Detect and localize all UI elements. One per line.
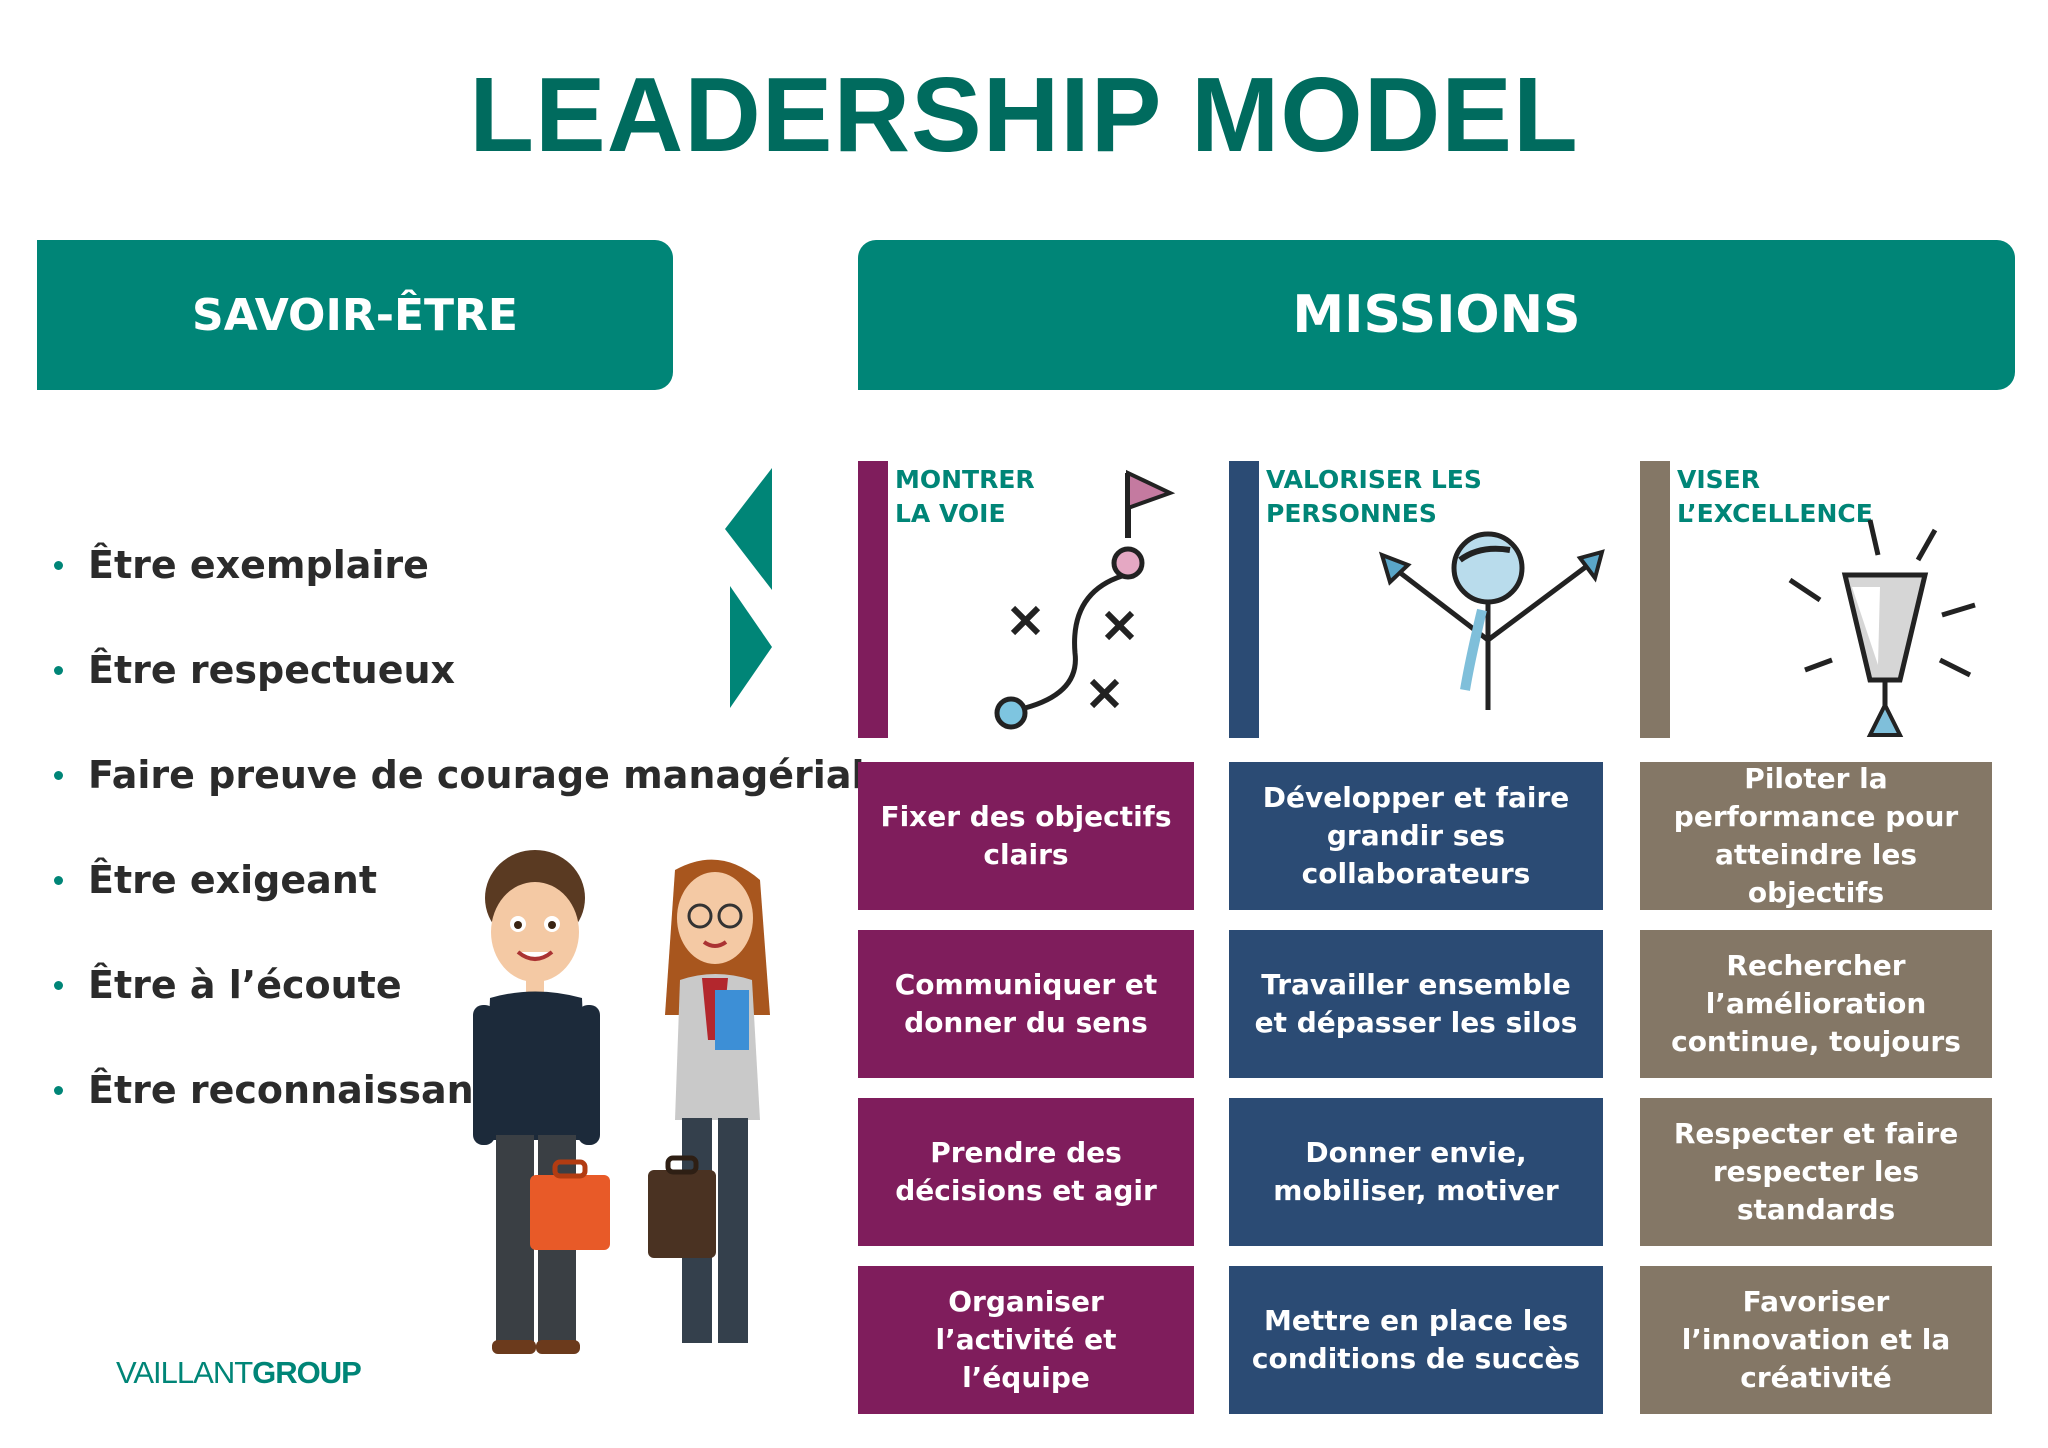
bullet-dot <box>54 1086 63 1095</box>
bullet-dot <box>54 561 63 570</box>
viser-l-excellence-heading: VISER L’EXCELLENCE <box>1677 465 1873 528</box>
mission-box: Rechercher l’amélioration continue, touj… <box>1640 930 1992 1078</box>
valoriser-les-personnes-bar <box>1229 461 1259 738</box>
logo-vaillant: VAILLANT <box>116 1355 253 1390</box>
page-title: LEADERSHIP MODEL <box>469 56 1579 174</box>
mission-box: Respecter et faire respecter les standar… <box>1640 1098 1992 1246</box>
missions-header-label: MISSIONS <box>1292 285 1581 345</box>
mission-box: Développer et faire grandir ses collabor… <box>1229 762 1603 910</box>
savoir-etre-list: Être exemplaire Être respectueux Faire p… <box>50 530 865 1160</box>
mission-box: Fixer des objectifs clairs <box>858 762 1194 910</box>
businesswoman-figure <box>648 859 770 1343</box>
list-item: Être respectueux <box>50 635 865 740</box>
bullet-dot <box>54 981 63 990</box>
montrer-la-voie-bar <box>858 461 888 738</box>
list-item: Être à l’écoute <box>50 950 865 1055</box>
list-item: Faire preuve de courage managérial <box>50 740 865 845</box>
mission-box: Prendre des décisions et agir <box>858 1098 1194 1246</box>
viser-l-excellence-bar <box>1640 461 1670 738</box>
cheering-person-icon <box>1378 531 1605 710</box>
mission-box: Communiquer et donner du sens <box>858 930 1194 1078</box>
savoir-etre-header-label: SAVOIR-ÊTRE <box>192 289 518 341</box>
valoriser-les-personnes-heading: VALORISER LES PERSONNES <box>1266 465 1482 528</box>
trophy-cup-icon <box>1788 519 1976 737</box>
businessman-figure <box>473 850 610 1354</box>
list-item: Être reconnaissant <box>50 1055 865 1160</box>
mission-box: Organiser l’activité et l’équipe <box>858 1266 1194 1414</box>
business-people-illustration <box>473 850 770 1354</box>
mission-box: Piloter la performance pour atteindre le… <box>1640 762 1992 910</box>
missions-header: MISSIONS <box>858 240 2015 390</box>
montrer-la-voie-heading: MONTRER LA VOIE <box>895 465 1035 528</box>
savoir-etre-header: SAVOIR-ÊTRE <box>37 240 673 390</box>
mission-box: Favoriser l’innovation et la créativité <box>1640 1266 1992 1414</box>
list-item: Être exigeant <box>50 845 865 950</box>
bullet-dot <box>54 771 63 780</box>
strategy-path-icon <box>994 469 1176 730</box>
logo-group: GROUP <box>252 1355 362 1390</box>
mission-box: Mettre en place les conditions de succès <box>1229 1266 1603 1414</box>
bullet-dot <box>54 666 63 675</box>
mission-box: Travailler ensemble et dépasser les silo… <box>1229 930 1603 1078</box>
bullet-dot <box>54 876 63 885</box>
mission-box: Donner envie, mobiliser, motiver <box>1229 1098 1603 1246</box>
list-item: Être exemplaire <box>50 530 865 635</box>
vaillant-group-logo: VAILLANTGROUP <box>116 1355 362 1391</box>
exchange-arrows-icon <box>725 468 772 708</box>
